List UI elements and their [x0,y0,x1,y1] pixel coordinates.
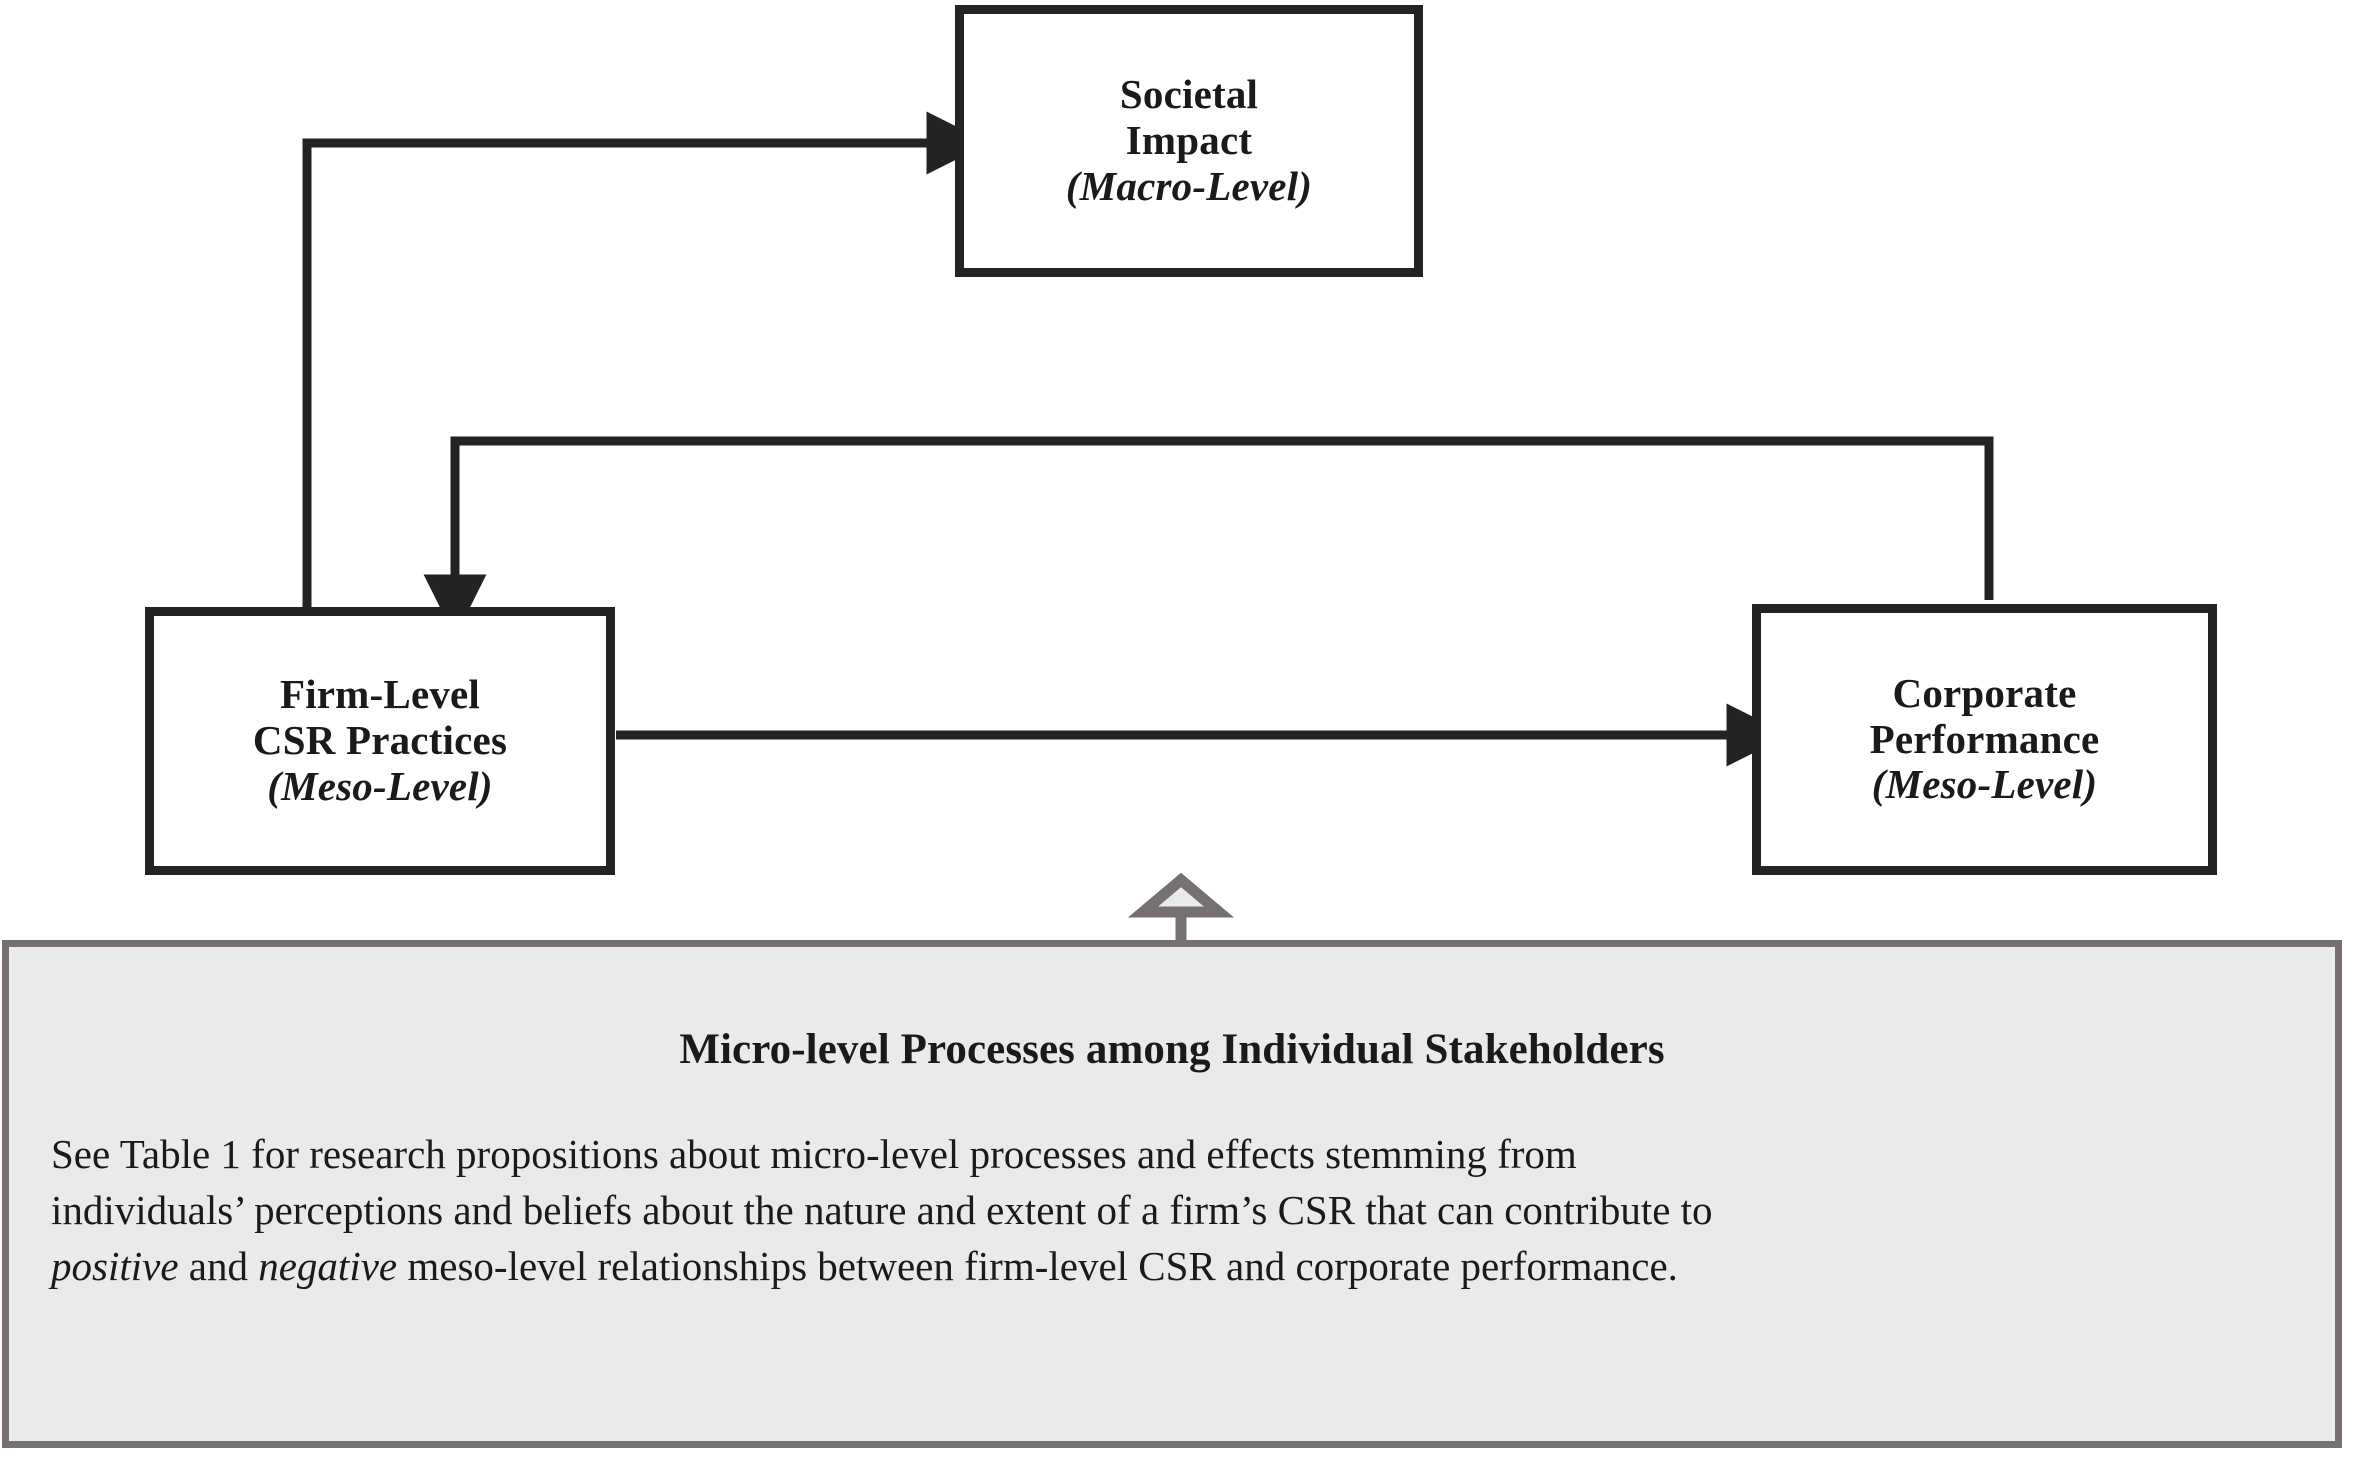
edge-firm-to-societal [302,111,990,608]
micro-level-body-line-3: positive and negative meso-level relatio… [51,1239,2293,1295]
micro-to-meso-arrow [1127,872,1235,943]
node-societal-impact-level: (Macro-Level) [1065,162,1313,209]
body-text: individuals’ perceptions and beliefs abo… [51,1186,1713,1233]
node-corporate-performance-line2: Performance [1869,715,2100,762]
node-firm-level-csr-practices[interactable]: Firm-Level CSR Practices (Meso-Level) [145,607,615,875]
body-text: and [178,1242,259,1289]
micro-level-panel-heading: Micro-level Processes among Individual S… [679,1026,1665,1073]
emphasis-text: positive [51,1242,179,1289]
node-firm-level-line1: Firm-Level [279,671,481,718]
micro-level-body-line-1: See Table 1 for research propositions ab… [51,1127,2293,1183]
emphasis-text: negative [258,1242,398,1289]
node-firm-level-line2: CSR Practices [252,717,508,764]
node-corporate-performance-level: (Meso-Level) [1871,761,2098,808]
node-firm-level-level: (Meso-Level) [267,762,493,809]
node-societal-impact-line1: Societal [1119,71,1259,118]
micro-level-panel: Micro-level Processes among Individual S… [2,940,2342,1448]
micro-level-body-line-2: individuals’ perceptions and beliefs abo… [51,1183,2293,1239]
body-text: See Table 1 for research propositions ab… [51,1131,1577,1177]
body-text: meso-level relationships between firm-le… [397,1242,1678,1289]
node-societal-impact-line2: Impact [1125,117,1253,164]
edge-corporate-to-firm [423,436,1994,638]
node-corporate-performance-line1: Corporate [1892,669,2077,716]
node-societal-impact[interactable]: Societal Impact (Macro-Level) [955,5,1423,277]
node-corporate-performance[interactable]: Corporate Performance (Meso-Level) [1752,604,2217,875]
micro-level-panel-body: See Table 1 for research propositions ab… [51,1127,2293,1294]
